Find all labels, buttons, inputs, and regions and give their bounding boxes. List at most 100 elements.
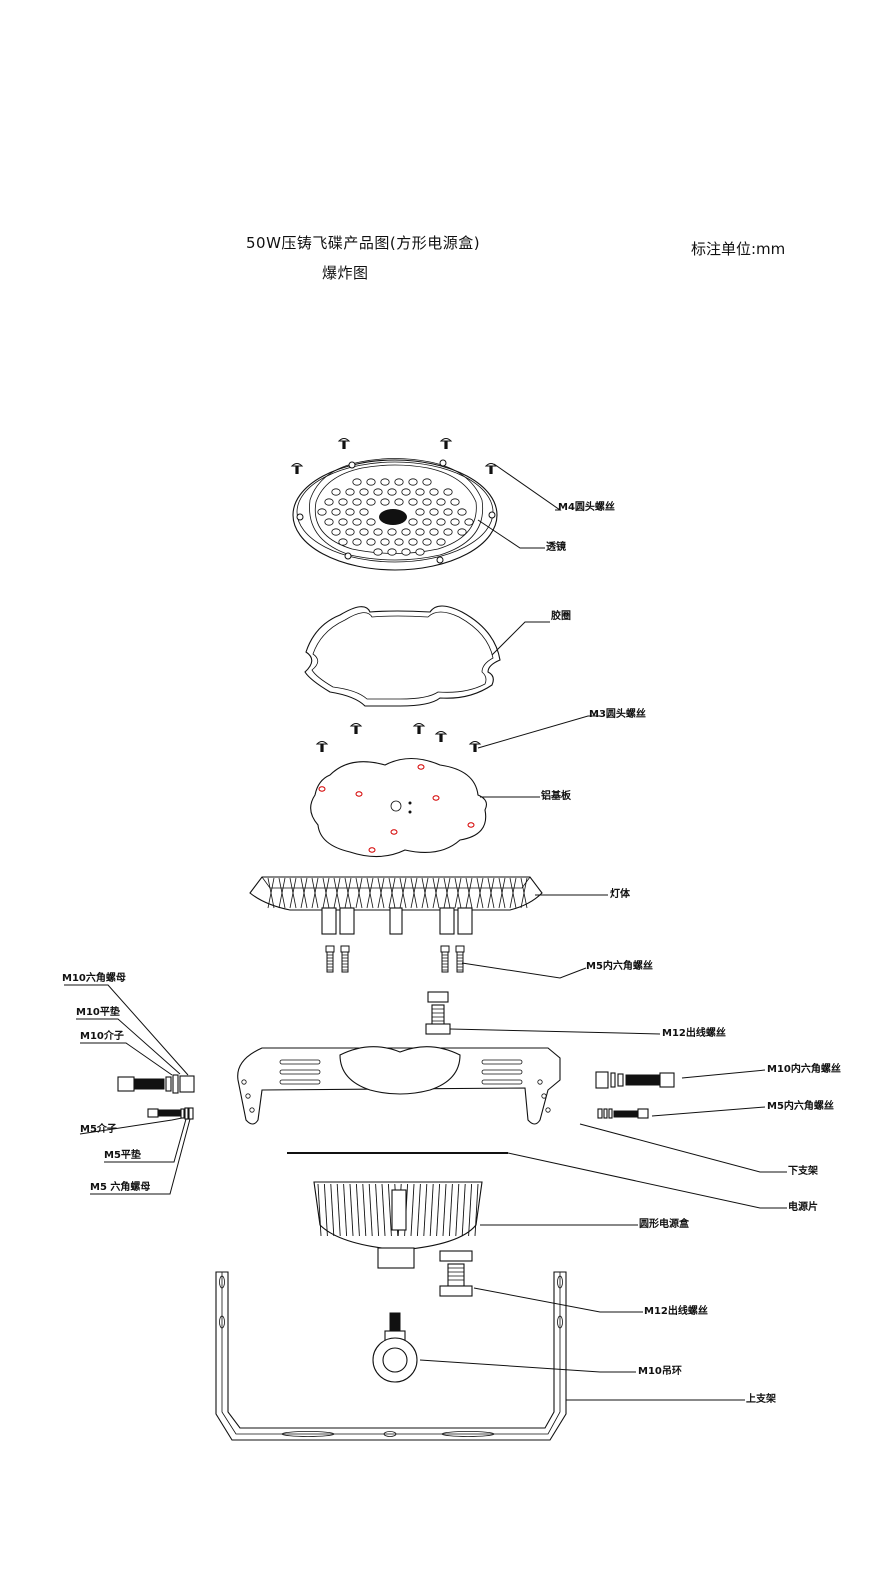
label-upper-bracket: 上支架 [746,1394,776,1405]
bracket-slot [481,1079,523,1085]
heatsink-fin [289,877,297,909]
upper-bracket [215,1271,567,1441]
lens-cell [443,488,453,496]
heatsink-fin [311,877,319,909]
label-m5-hex-nut: M5 六角螺母 [90,1182,151,1193]
drawing-title: 50W压铸飞碟产品图(方形电源盒) [246,234,481,252]
drawing-subtitle: 爆炸图 [322,264,369,282]
heatsink-fin [377,877,385,909]
lens-cell [338,498,348,506]
bracket-slot [279,1059,321,1065]
lens-cell [366,538,376,546]
lens-cell [394,538,404,546]
lens-cell [387,488,397,496]
round-power-box [313,1181,483,1269]
power-box-fin [317,1183,322,1237]
right-hardware [595,1071,675,1119]
m5-hex-socket-screws [325,945,465,973]
gasket [304,605,501,707]
lens-cell [422,478,432,486]
power-box-fin [442,1183,447,1237]
label-gasket: 胶圈 [551,611,571,622]
lens-cell [366,478,376,486]
unit-note: 标注单位:mm [691,240,786,258]
lens-cell [380,498,390,506]
lens-cell [387,548,397,556]
power-box-fin [416,1183,421,1237]
heatsink-fin [388,877,396,909]
lens-cell [415,508,425,516]
power-box-fin [362,1183,367,1237]
power-box-fin [448,1183,453,1237]
power-box-fin [468,1183,473,1237]
label-m5-flat-washer: M5平垫 [104,1150,141,1161]
m12-outlet-screw-bottom [439,1250,473,1297]
lens-cell [366,498,376,506]
power-box-fin [375,1183,380,1237]
lens-cell [373,528,383,536]
lens [292,458,498,571]
lens-cell [338,538,348,546]
label-m3-screw: M3圆头螺丝 [589,709,646,720]
bracket-slot [481,1059,523,1065]
bracket-hole [545,1107,551,1113]
lens-cell [408,518,418,526]
lens-cell [380,538,390,546]
bracket-hole [541,1093,547,1099]
lamp-body [249,876,543,935]
power-box-fin [429,1183,434,1237]
label-m10-hex-socket-screw: M10内六角螺丝 [767,1064,841,1075]
power-box-fin [387,1183,392,1237]
lens-cell [373,488,383,496]
lens-cell [359,488,369,496]
lens-cell [345,508,355,516]
lens-cell [450,518,460,526]
heatsink-fin [399,877,407,909]
lens-cell [450,498,460,506]
lens-cell [408,478,418,486]
lens-cell [436,498,446,506]
heatsink-fin [465,877,473,909]
label-m5-hex-socket-screw: M5内六角螺丝 [586,961,653,972]
power-box-fin [343,1183,348,1237]
bracket-slot [279,1079,321,1085]
bracket-hole [241,1079,247,1085]
lens-cell [408,498,418,506]
lens-cell [352,498,362,506]
lower-bracket [237,1046,561,1125]
lens-cell [366,518,376,526]
lens-cell [387,528,397,536]
lens-cell [359,508,369,516]
label-m12-outlet-screw-top: M12出线螺丝 [662,1028,726,1039]
lens-cell [415,528,425,536]
power-box-fin [410,1183,415,1237]
heatsink-fin [487,877,495,909]
lens-cell [394,498,404,506]
leader-lines [64,463,787,1401]
lens-cell [422,538,432,546]
heatsink-fin [322,877,330,909]
aluminum-board [310,757,487,858]
heatsink-fin [443,877,451,909]
heatsink-fin [300,877,308,909]
power-box-fin [474,1183,479,1237]
heatsink-fin [498,877,506,909]
power-box-fin [349,1183,354,1237]
lens-cell [443,528,453,536]
heatsink-fin [410,877,418,909]
power-box-fin [423,1183,428,1237]
power-box-fin [355,1183,360,1237]
bracket-slot [279,1069,321,1075]
lens-cell [415,548,425,556]
lens-cell [324,498,334,506]
lens-cell [331,528,341,536]
heatsink-fin [454,877,462,909]
bracket-hole [249,1107,255,1113]
m12-outlet-screw-top [425,991,451,1035]
power-box-fin [381,1183,386,1237]
lens-cell [401,548,411,556]
lens-cell [324,518,334,526]
heatsink-fin [366,877,374,909]
lens-cell [345,488,355,496]
label-m10-hex-nut: M10六角螺母 [62,973,126,984]
